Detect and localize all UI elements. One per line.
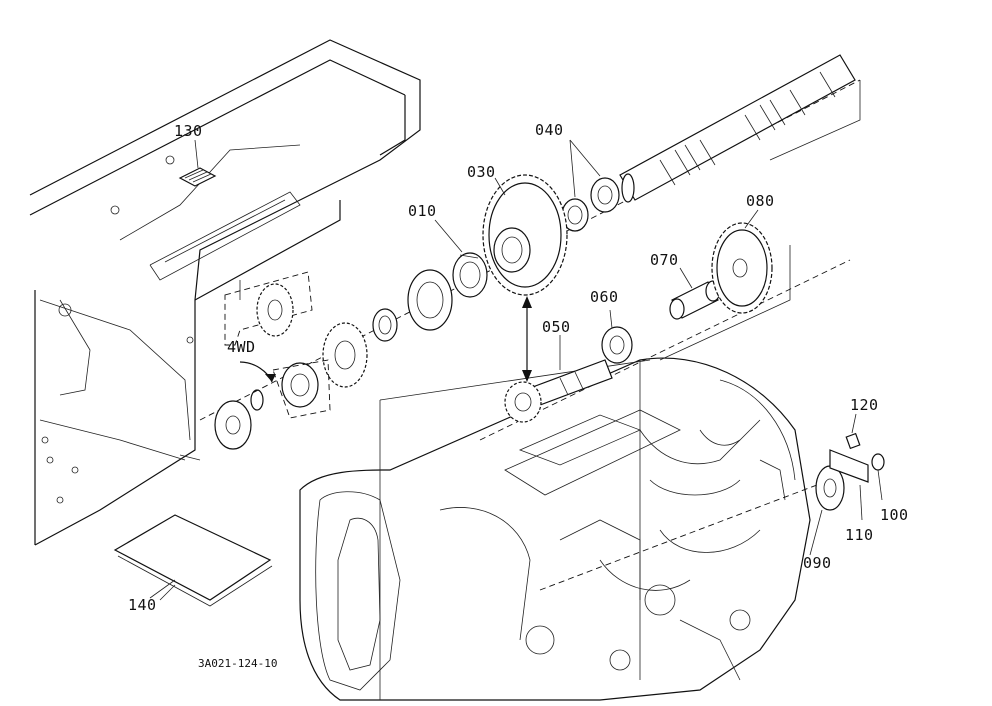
label-090: 090 <box>803 554 832 572</box>
small-parts-right <box>815 413 885 521</box>
label-050: 050 <box>542 318 571 336</box>
part-080-gear <box>711 222 773 314</box>
label-080: 080 <box>746 192 775 210</box>
part-050-shaft <box>504 359 613 423</box>
main-shaft <box>619 54 856 203</box>
label-060: 060 <box>590 288 619 306</box>
label-070: 070 <box>650 251 679 269</box>
label-140: 140 <box>128 596 157 614</box>
label-110: 110 <box>845 526 874 544</box>
upper-housing <box>29 39 421 546</box>
diagram-code: 3A021-124-10 <box>198 657 277 670</box>
label-030: 030 <box>467 163 496 181</box>
label-120: 120 <box>850 396 879 414</box>
part-070-sleeve <box>669 280 721 320</box>
part-140-gasket <box>113 514 273 607</box>
label-100: 100 <box>880 506 909 524</box>
4wd-option-box <box>224 271 331 419</box>
leader-lines <box>159 139 823 601</box>
label-040: 040 <box>535 121 564 139</box>
part-130-plate <box>178 139 217 187</box>
part-010-collar <box>452 252 488 298</box>
label-130: 130 <box>174 122 203 140</box>
label-4wd: 4WD <box>227 338 256 356</box>
part-040-bearings <box>561 177 620 232</box>
shaft-bearings <box>214 269 453 450</box>
part-030-gear <box>482 174 568 296</box>
lower-transmission-case <box>299 357 811 701</box>
label-010: 010 <box>408 202 437 220</box>
part-labels: 130 010 030 040 080 070 060 050 4WD 120 … <box>128 121 909 670</box>
part-060-bearing <box>601 326 633 364</box>
mesh-arrow <box>522 296 532 382</box>
